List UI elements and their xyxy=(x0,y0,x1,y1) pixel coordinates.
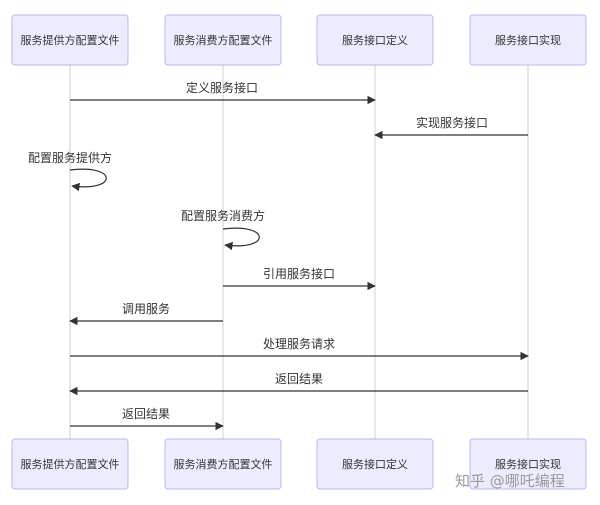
message-label: 实现服务接口 xyxy=(416,115,488,130)
message-label: 返回结果 xyxy=(275,372,323,386)
message-label: 定义服务接口 xyxy=(186,80,258,95)
participant-bottom-provider: 服务提供方配置文件 xyxy=(11,438,129,490)
watermark: 知乎 @哪吒编程 xyxy=(455,472,565,490)
participant-top-interface: 服务接口定义 xyxy=(316,14,434,66)
participant-label: 服务接口定义 xyxy=(342,457,408,471)
participant-top-consumer: 服务消费方配置文件 xyxy=(164,14,282,66)
participant-label: 服务提供方配置文件 xyxy=(21,33,120,47)
message-return-result-1: 返回结果 xyxy=(69,372,528,396)
message-handle-request: 处理服务请求 xyxy=(70,336,529,361)
participant-bottom-interface: 服务接口定义 xyxy=(316,438,434,490)
message-label: 配置服务消费方 xyxy=(181,208,265,223)
message-call-service: 调用服务 xyxy=(69,301,223,326)
message-return-result-2: 返回结果 xyxy=(70,407,224,431)
participant-bottom-consumer: 服务消费方配置文件 xyxy=(164,438,282,490)
participant-label: 服务消费方配置文件 xyxy=(174,33,273,47)
message-label: 调用服务 xyxy=(122,301,170,316)
participant-bottom-implementation: 服务接口实现 xyxy=(469,438,587,490)
message-label: 配置服务提供方 xyxy=(28,150,112,165)
participant-label: 服务接口定义 xyxy=(342,33,408,47)
message-label: 引用服务接口 xyxy=(263,266,335,281)
participant-label: 服务接口实现 xyxy=(495,33,561,47)
participant-top-provider: 服务提供方配置文件 xyxy=(11,14,129,66)
participant-label: 服务消费方配置文件 xyxy=(174,457,273,471)
message-define-interface: 定义服务接口 xyxy=(70,80,376,105)
message-configure-provider: 配置服务提供方 xyxy=(28,150,112,192)
participant-label: 服务接口实现 xyxy=(495,457,561,471)
message-configure-consumer: 配置服务消费方 xyxy=(181,208,265,251)
participant-top-implementation: 服务接口实现 xyxy=(469,14,587,66)
message-label: 返回结果 xyxy=(122,407,170,421)
message-reference-interface: 引用服务接口 xyxy=(223,266,376,291)
message-implement-interface: 实现服务接口 xyxy=(374,115,528,140)
participant-label: 服务提供方配置文件 xyxy=(21,457,120,471)
message-label: 处理服务请求 xyxy=(263,336,335,351)
